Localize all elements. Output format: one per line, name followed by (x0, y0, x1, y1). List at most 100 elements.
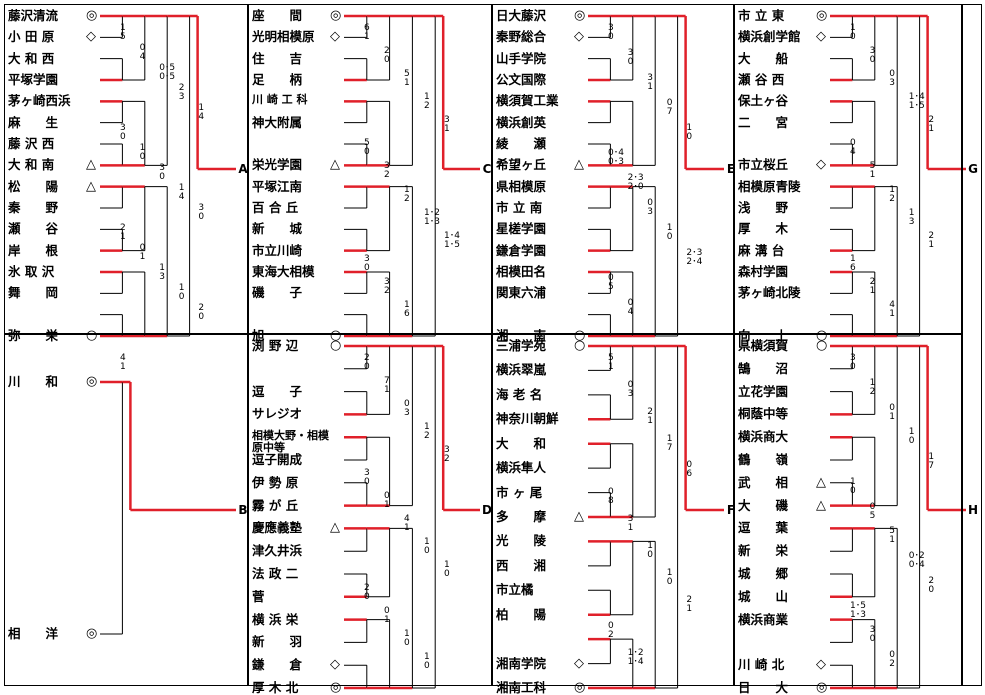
team-name: 大 和 西 (8, 50, 55, 66)
match-score: 1 (889, 535, 895, 546)
bracket-letter-b: B (238, 503, 248, 517)
team-name: 横浜商大 (738, 429, 789, 445)
match-score: 6 (404, 308, 410, 319)
match-score: 1 (850, 23, 856, 33)
match-score: 0 (608, 273, 614, 283)
team-name: 磯 子 (252, 285, 303, 301)
match-score: 0 (608, 32, 614, 42)
team-name: 三浦学苑 (496, 338, 547, 353)
match-score: 1･5 (908, 101, 925, 112)
team-name: 麻 溝 台 (738, 242, 785, 258)
bracket-frame (4, 4, 248, 334)
match-score: 2 (384, 46, 390, 57)
match-score: 1･5 (444, 239, 460, 250)
match-score: 0 (139, 152, 146, 162)
match-score: 2 (198, 303, 205, 313)
team-mark-icon: ○ (574, 328, 586, 343)
match-score: 7 (384, 376, 390, 386)
bracket-frame (248, 4, 492, 334)
match-score: 0 (404, 638, 410, 648)
match-score: 3 (159, 272, 165, 282)
team-name: 日大藤沢 (496, 8, 547, 23)
match-score: 1 (889, 184, 895, 195)
team-name: 日 大 (738, 680, 789, 695)
team-mark-icon: ◇ (816, 29, 826, 45)
bracket-letter-h: H (967, 503, 979, 517)
match-score: 1 (608, 362, 614, 372)
match-score: 0 (120, 132, 126, 142)
match-score: 2 (120, 223, 126, 233)
match-score: 2 (444, 454, 450, 464)
team-mark-icon: ◎ (86, 374, 98, 389)
team-name: 市立桜丘 (738, 157, 789, 173)
team-name: 大 磯 (738, 497, 789, 513)
team-name: 弥 栄 (8, 328, 59, 343)
team-name: 霧 が 丘 (252, 497, 299, 513)
team-name: 舞 岡 (8, 285, 59, 301)
team-name: 川 崎 北 (738, 657, 785, 673)
team-name: 大 船 (738, 50, 789, 66)
match-score: 1 (139, 252, 146, 262)
match-score: 1 (178, 183, 185, 193)
team-name: 鎌倉学園 (496, 242, 547, 258)
match-score: 2 (928, 575, 935, 586)
match-score: 0 (627, 298, 634, 308)
bracket-frame (492, 334, 734, 686)
team-mark-icon: ◎ (816, 680, 828, 695)
match-score: 5 (889, 526, 895, 537)
team-name: 神奈川朝鮮 (496, 411, 559, 427)
team-name: 茅ヶ崎北陵 (738, 285, 801, 301)
match-score: 0 (666, 576, 673, 587)
match-score: 2 (364, 583, 370, 593)
match-score: 1 (908, 207, 915, 218)
match-score: 1 (928, 124, 935, 135)
match-score: 1 (647, 82, 653, 92)
match-score: 0 (198, 212, 205, 222)
team-mark-icon: ◇ (816, 657, 826, 673)
match-score: 2 (869, 276, 876, 287)
match-score: 0 (608, 621, 614, 632)
match-score: 0 (928, 584, 935, 595)
match-score: 1 (666, 223, 673, 233)
match-score: 0 (404, 399, 410, 409)
team-name: 逗子開成 (252, 452, 303, 467)
match-score: 2 (928, 115, 935, 126)
team-mark-icon: △ (574, 509, 584, 524)
team-name: 新 城 (252, 221, 303, 237)
team-name: 綾 瀬 (496, 136, 547, 151)
match-score: 2･4 (686, 257, 703, 267)
team-mark-icon: ○ (574, 338, 586, 353)
match-score: 2･3 (686, 248, 703, 258)
match-score: 1 (120, 232, 126, 242)
team-name: 伊 勢 原 (252, 474, 299, 490)
match-score: 2 (889, 193, 895, 204)
match-score: 0 (686, 132, 693, 142)
team-name: 慶應義塾 (252, 520, 303, 536)
team-name: 城 山 (738, 588, 789, 604)
team-name: 大 和 南 (8, 157, 55, 173)
bracket-letter-d: D (482, 503, 492, 517)
team-name: 松 陽 (8, 178, 59, 194)
match-score: 0･4 (608, 148, 624, 158)
team-name: 小 田 原 (8, 29, 55, 45)
match-score: 7 (928, 461, 935, 472)
match-score: 4 (889, 299, 895, 310)
bracket-frame (248, 334, 492, 686)
team-name: 秦野総合 (496, 29, 547, 45)
team-name: 立花学園 (738, 383, 789, 399)
team-mark-icon: △ (86, 157, 96, 173)
team-name: 桐蔭中等 (738, 406, 789, 422)
match-score: 0 (384, 491, 390, 501)
team-name: 藤 沢 西 (8, 136, 55, 151)
team-name: 湘 南 (496, 328, 547, 343)
match-score: 2 (384, 170, 390, 181)
match-score: 2 (424, 431, 430, 441)
match-score: 4 (178, 192, 185, 202)
match-score: 5 (120, 32, 126, 42)
bracket-letter-e: E (726, 162, 736, 176)
match-score: 0 (850, 32, 856, 42)
match-score: 0 (850, 362, 856, 372)
team-name: 希望ヶ丘 (496, 157, 547, 173)
match-score: 3 (404, 408, 410, 418)
